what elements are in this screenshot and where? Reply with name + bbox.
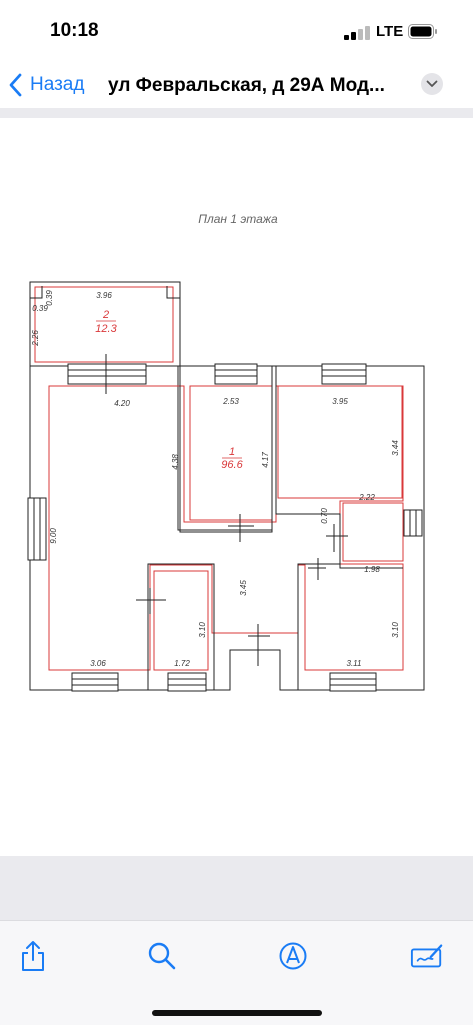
room-2-number: 2 [102, 309, 109, 321]
search-button[interactable] [145, 939, 179, 973]
sign-button[interactable] [410, 939, 444, 973]
room-2-area: 12.3 [95, 323, 117, 335]
dim-terrace-offset-b: 0.39 [45, 290, 54, 306]
dim-terrace-depth: 2.26 [31, 330, 40, 347]
home-indicator[interactable] [152, 1010, 322, 1016]
status-bar: 10:18 LTE [0, 0, 473, 62]
dim-small-room-depth: 3.10 [198, 622, 207, 638]
title-menu-button[interactable] [421, 73, 443, 95]
dim-terrace-width: 3.96 [96, 291, 112, 300]
markup-icon [279, 942, 307, 970]
document-viewer[interactable]: План 1 этажа [0, 108, 473, 920]
dim-bottom-right-width: 3.11 [347, 659, 362, 668]
inner-walls [30, 286, 403, 690]
battery-icon [408, 24, 437, 39]
dim-corridor-depth: 3.45 [239, 580, 248, 596]
pdf-page: План 1 этажа [0, 118, 473, 856]
dim-bottom-mid-width: 1.72 [174, 659, 190, 668]
back-label: Назад [30, 74, 85, 95]
navigation-bar: Назад ул Февральская, д 29А Мод... [0, 62, 473, 108]
dim-bath-inner-width: 1.98 [364, 565, 380, 574]
windows [27, 363, 423, 692]
dim-right-bottom-depth: 3.10 [391, 622, 400, 638]
plan-title: План 1 этажа [198, 212, 278, 226]
search-icon [148, 942, 176, 970]
room-1-number: 1 [229, 446, 235, 458]
dim-center-room-depth: 4.38 [171, 454, 180, 470]
dim-bath-width: 2.22 [358, 493, 375, 502]
document-title[interactable]: ул Февральская, д 29А Мод... [108, 75, 385, 96]
dim-hall-width: 4.20 [114, 399, 130, 408]
signal-icon [344, 26, 370, 40]
chevron-left-icon [9, 73, 22, 97]
dim-right-room-width: 3.95 [332, 397, 348, 406]
dim-center-room-depth-inner: 4.17 [261, 452, 270, 468]
floor-plan-drawing: План 1 этажа [27, 212, 425, 692]
outer-walls [29, 281, 425, 691]
network-type: LTE [376, 23, 404, 40]
door-marks [96, 354, 348, 666]
dimension-labels: 3.96 0.39 0.39 2.26 4.20 2.53 3.95 4.38 … [31, 290, 400, 668]
room-labels: 2 12.3 1 96.6 [95, 309, 243, 471]
label-dividers [96, 320, 242, 459]
dim-bath-gap: 0.70 [320, 508, 329, 524]
dim-house-depth: 9.00 [49, 528, 58, 544]
room-1-area: 96.6 [221, 459, 243, 471]
chevron-down-icon [426, 80, 438, 87]
share-button[interactable] [16, 939, 50, 973]
dim-right-room-depth: 3.44 [391, 440, 400, 456]
back-button[interactable]: Назад [8, 70, 84, 100]
share-icon [22, 941, 44, 971]
bottom-toolbar [0, 920, 473, 1025]
room-outlines [34, 286, 404, 671]
dim-terrace-offset-a: 0.39 [32, 304, 48, 313]
markup-button[interactable] [276, 939, 310, 973]
dim-center-room-width: 2.53 [222, 397, 239, 406]
status-time: 10:18 [50, 20, 99, 41]
signature-icon [410, 944, 443, 968]
dim-bottom-left-width: 3.06 [90, 659, 106, 668]
